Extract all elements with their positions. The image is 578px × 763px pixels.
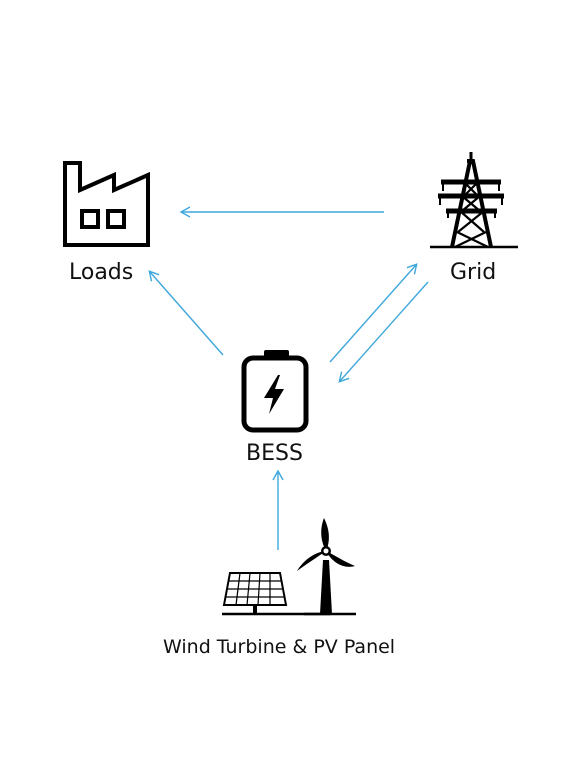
factory-icon — [63, 161, 150, 247]
source-label: Wind Turbine & PV Panel — [163, 636, 396, 658]
arrow-bess-to-grid — [329, 263, 418, 363]
arrow-bess-to-loads — [148, 270, 224, 356]
flow-arrows — [148, 206, 429, 550]
grid-label: Grid — [450, 260, 497, 285]
solar-panel-icon — [222, 572, 330, 616]
wind-turbine-icon — [297, 518, 356, 616]
arrow-grid-to-bess — [338, 281, 429, 383]
bess-label: BESS — [246, 441, 303, 466]
transmission-tower-icon — [430, 152, 518, 249]
battery-charging-icon — [241, 350, 309, 433]
loads-label: Loads — [69, 260, 134, 285]
